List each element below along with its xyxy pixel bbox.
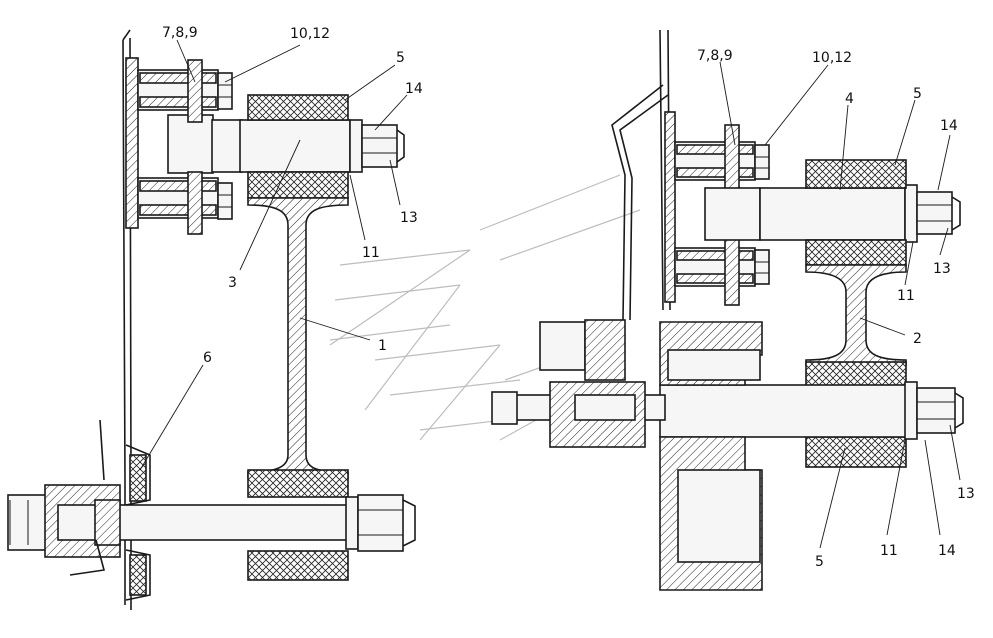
callout-right-11-top: 11 xyxy=(897,288,915,304)
side-shaft-right xyxy=(491,319,666,448)
callout-left-7-8-9: 7,8,9 xyxy=(162,25,198,41)
callout-left-11: 11 xyxy=(362,245,380,261)
callout-left-1: 1 xyxy=(378,338,387,354)
upper-roller-left xyxy=(247,94,349,199)
callout-labels: 7,8,9 10,12 5 14 13 11 3 1 6 7,8,9 10,12… xyxy=(162,25,975,570)
lower-shaft-left xyxy=(7,484,416,558)
upper-bracket-right xyxy=(664,111,770,306)
callout-right-14-top: 14 xyxy=(940,118,958,134)
callout-right-10-12: 10,12 xyxy=(812,50,852,66)
callout-left-14: 14 xyxy=(405,81,423,97)
lower-axle-right xyxy=(659,361,964,468)
right-view xyxy=(491,29,964,591)
callout-right-13-bottom: 13 xyxy=(957,486,975,502)
callout-right-14-bottom: 14 xyxy=(938,543,956,559)
upper-axle-left xyxy=(239,119,405,173)
upper-axle-right xyxy=(759,159,961,266)
callout-right-7-8-9: 7,8,9 xyxy=(697,48,733,64)
callout-right-2: 2 xyxy=(913,331,922,347)
callout-left-5: 5 xyxy=(396,50,405,66)
callout-right-5-top: 5 xyxy=(913,86,922,102)
leader-lines xyxy=(139,39,961,549)
mounting-panel-right xyxy=(611,29,671,321)
callout-right-5-bottom: 5 xyxy=(815,554,824,570)
lower-roller-left xyxy=(247,469,349,581)
callout-right-11-bottom: 11 xyxy=(880,543,898,559)
callout-left-10-12: 10,12 xyxy=(290,26,330,42)
upper-bracket-left xyxy=(125,57,243,235)
hub-housing-right xyxy=(659,321,763,591)
callout-left-6: 6 xyxy=(203,350,212,366)
roller-bracket-right xyxy=(805,264,907,366)
roller-bracket-left xyxy=(247,197,349,479)
left-view xyxy=(7,29,416,610)
callout-right-4: 4 xyxy=(845,91,854,107)
callout-left-13: 13 xyxy=(400,210,418,226)
callout-left-3: 3 xyxy=(228,275,237,291)
seal-assembly-left xyxy=(69,419,151,601)
callout-right-13-top: 13 xyxy=(933,261,951,277)
